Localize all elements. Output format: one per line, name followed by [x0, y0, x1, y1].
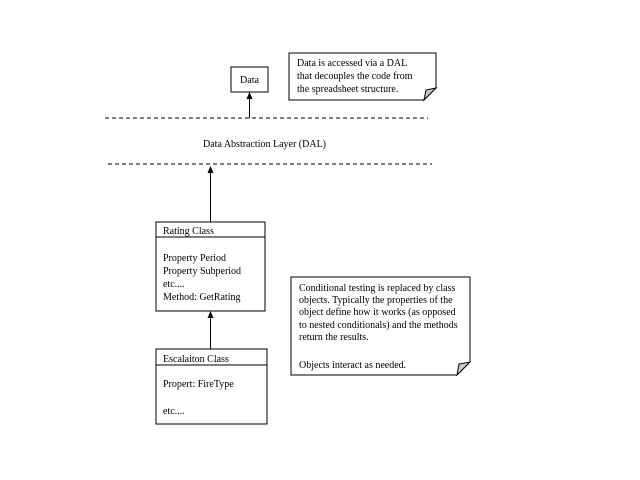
escalation-class-box: Escalaiton Class Propert: FireType etc..…: [155, 348, 268, 425]
note-dal-line: the spreadsheet structure.: [297, 84, 398, 95]
rating-class-box: Rating Class Property Period Property Su…: [155, 221, 266, 312]
note-conditional-fold: [456, 361, 472, 377]
note-conditional-line: return the results.: [299, 332, 369, 343]
arrow-dal-to-data: [246, 92, 253, 118]
arrow-escalation-to-rating: [207, 311, 214, 349]
arrow-rating-to-dal: [207, 166, 214, 222]
note-dal-line: Data is accessed via a DAL: [297, 58, 407, 69]
rating-class-member: Property Period: [163, 253, 226, 264]
note-conditional-line: Conditional testing is replaced by class: [299, 283, 455, 294]
escalation-class-member: etc....: [163, 406, 185, 417]
data-box-label: Data: [240, 75, 259, 86]
note-conditional-line: objects. Typically the properties of the: [299, 295, 453, 306]
note-dal-fold: [423, 87, 438, 102]
escalation-class-title: Escalaiton Class: [163, 354, 229, 365]
note-conditional: Conditional testing is replaced by class…: [290, 276, 472, 377]
escalation-class-member: Propert: FireType: [163, 379, 234, 390]
note-conditional-line: object define how it works (as opposed: [299, 307, 456, 318]
data-box: Data: [230, 66, 269, 93]
rating-class-member: Property Subperiod: [163, 266, 241, 277]
note-conditional-line: to nested conditionals) and the methods: [299, 320, 458, 331]
rating-class-member: etc....: [163, 279, 185, 290]
rating-class-member: Method: GetRating: [163, 292, 241, 303]
note-dal: Data is accessed via a DAL that decouple…: [288, 52, 438, 102]
note-dal-line: that decouples the code from: [297, 71, 413, 82]
rating-class-title: Rating Class: [163, 226, 214, 237]
note-conditional-line: Objects interact as needed.: [299, 360, 406, 371]
dal-layer-label: Data Abstraction Layer (DAL): [203, 139, 326, 150]
